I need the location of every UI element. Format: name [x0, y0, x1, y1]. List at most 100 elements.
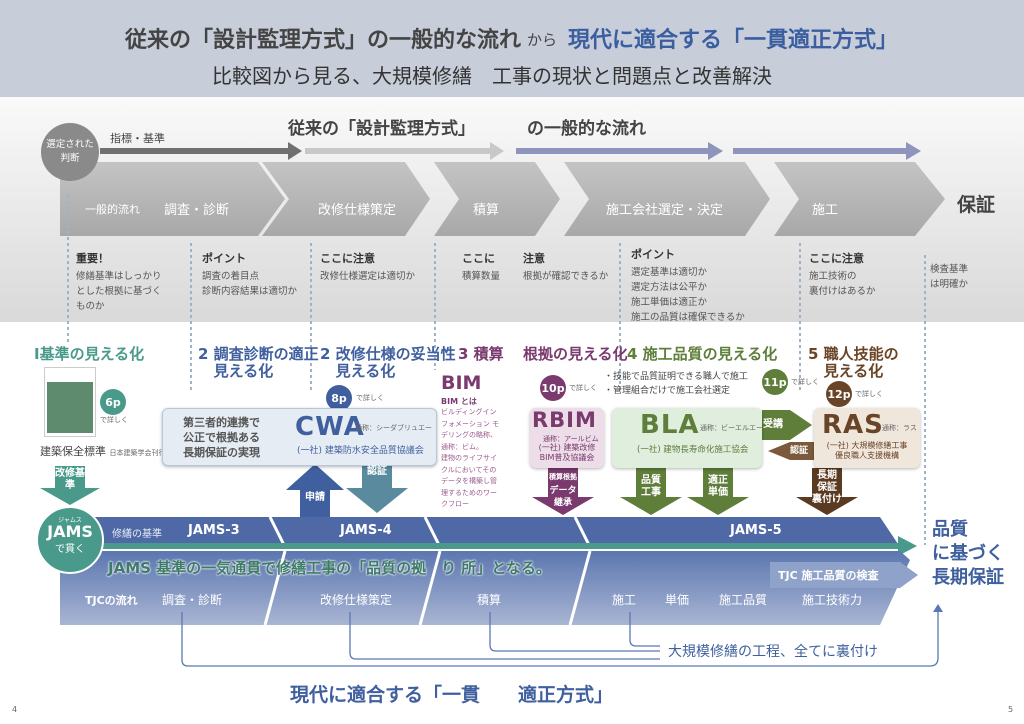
rbim-reading: 通称：アールビム — [543, 435, 599, 443]
note-8: 検査基準は明確か — [930, 262, 968, 292]
apply-label: 申請 — [305, 492, 325, 503]
bullet-line: ・技能で品質証明できる職人で施工 — [604, 372, 748, 382]
title-left: 従来の「設計監理方式」の一般的な流れ — [125, 28, 522, 53]
s2b-num: 2 — [320, 345, 331, 363]
jams-logo: JAMS — [47, 522, 93, 541]
page-badge: 10p — [540, 375, 566, 401]
note-heading: ここに注意 — [809, 252, 864, 265]
inspect-arrow — [770, 562, 918, 588]
s2a-heading: 2 調査診断の適正 見える化 — [198, 346, 319, 380]
s2b-heading: 2 改修仕様の妥当性 見える化 — [320, 346, 456, 380]
bla-org: (一社) 建物長寿命化施工協会 — [637, 445, 749, 455]
book-publisher: 日本建築学会刊行 — [109, 449, 166, 457]
bim-description: ビルディングインフォメーション モデリングの略称、通称：ビム。建物のライフサイク… — [441, 407, 499, 511]
price-label: 適正単価 — [703, 475, 733, 499]
s2a-title2: 見える化 — [213, 362, 274, 380]
note-line: 選定基準は適切か — [631, 267, 708, 278]
arrow-line: 継承 — [553, 498, 572, 508]
s5-heading: 5 職人技能の 見える化 — [808, 346, 899, 380]
bim-line: データを構築し管 — [441, 477, 497, 485]
bim-heading: BIM とは — [441, 397, 477, 406]
jams-slogan: JAMS 基準の一気通貫で修繕工事の「品質の拠 り 所」となる。 — [108, 559, 551, 577]
s3-heading: 3 積算 — [458, 346, 504, 363]
s3-title: 積算 — [473, 345, 504, 363]
s4-title: 施工品質の見える化 — [642, 345, 778, 363]
s3-num: 3 — [458, 345, 469, 363]
guarantee-label: 保証 — [957, 194, 996, 216]
bim-line: クフロー — [441, 500, 469, 508]
subtitle: 比較図から見る、大規模修繕 工事の現状と問題点と改善解決 — [212, 64, 772, 88]
quality-label: 品質工事 — [636, 475, 666, 499]
page-badge: 8p — [326, 385, 352, 411]
trad-title-a: 従来の「設計監理方式」 — [288, 119, 475, 139]
result-label: 品質に基づく長期保証 — [932, 518, 1004, 590]
title-mid: から — [527, 31, 558, 49]
jams-3: JAMS-3 — [188, 523, 240, 538]
s5-title2: 見える化 — [823, 362, 884, 380]
s4-heading: 4 施工品質の見える化 — [627, 346, 777, 363]
connector-lines — [181, 608, 939, 667]
s2a-title1: 調査診断の適正 — [213, 345, 319, 363]
note-line: とした根拠に基づく — [76, 286, 162, 297]
arrow-apply — [286, 464, 344, 517]
step-estimate: 積算 — [473, 203, 500, 218]
step-spec: 改修仕様策定 — [318, 203, 397, 218]
org-line: (一社) 大規模修繕工事 — [826, 441, 908, 450]
bla-box — [612, 408, 762, 468]
slogan-line: 長期保証の実現 — [183, 446, 260, 459]
cwa-org: (一社) 建築防水安全品質協議会 — [297, 446, 424, 456]
note-line: 積算数量 — [462, 271, 501, 282]
note-line: 修繕基準はしっかり — [76, 271, 162, 282]
arrow-certify — [346, 462, 408, 513]
jams-band — [70, 517, 900, 547]
tjc-step-quality: 施工品質 — [719, 593, 768, 607]
tjc-step-spec: 改修仕様策定 — [320, 593, 393, 607]
arrow-line: 単価 — [708, 487, 728, 498]
note-3: ここに注意改修仕様選定は適切か — [320, 250, 415, 284]
s2b-title2: 見える化 — [335, 362, 396, 380]
ras-reading: 通称：ラス — [882, 424, 917, 432]
footer-title: 現代に適合する「一貫 適正方式」 — [290, 684, 614, 706]
tjc-step-price: 単価 — [665, 593, 690, 607]
s1-num: I — [34, 345, 40, 363]
from-ras-label: 認証 — [790, 446, 809, 456]
note-4: ここに積算数量 — [462, 250, 500, 284]
step-select: 施工会社選定・決定 — [606, 203, 724, 218]
arrow-line: 適正 — [708, 475, 728, 486]
book-title: 建築保全標準 日本建築学会刊行 — [40, 443, 166, 459]
page-number-left: 4 — [12, 705, 18, 714]
page-badge: 6p — [100, 389, 126, 415]
org-line: 優良職人支援機構 — [835, 451, 899, 460]
note-6: ポイント選定基準は適切か選定方法は公平か施工単価は適正か施工の品質は確保できるか — [631, 246, 745, 325]
org-line: BIM普及協議会 — [539, 453, 595, 462]
bla-logo: BLA — [640, 410, 700, 440]
chevron-select — [564, 162, 770, 236]
trad-title-b: の一般的な流れ — [527, 119, 646, 139]
judgement-label: 選定された判断 — [42, 138, 98, 166]
s4-num: 4 — [627, 345, 638, 363]
arrow-data — [532, 468, 594, 515]
judgement-line-2: 判断 — [60, 153, 80, 164]
bim-line: クルにおいてその — [441, 465, 497, 474]
jams-reading: ジャムス — [58, 517, 82, 524]
indicator-label: 指標・基準 — [110, 132, 165, 145]
backing-all: 大規模修繕の工程、全てに裏付け — [666, 641, 880, 661]
chevron-survey — [60, 162, 285, 236]
slogan-line: 第三者的連携で — [183, 416, 260, 429]
judgement-line-1: 選定された — [46, 139, 94, 150]
arrow-from-ras — [768, 442, 818, 460]
note-heading: ここに — [462, 252, 495, 265]
rbim-arrow-label: データ継承 — [548, 485, 578, 509]
detail-label: で詳しく — [791, 378, 819, 386]
note-line: 裏付けはあるか — [809, 286, 876, 297]
ras-box — [814, 408, 920, 468]
title-right: 現代に適合する「一貫適正方式」 — [568, 28, 899, 53]
arrow-quality — [620, 468, 682, 515]
bla-reading: 通称：ビーエルエー — [700, 424, 763, 432]
rbim-arrow-top: 積算根拠 — [549, 473, 577, 481]
arrow-backing — [796, 468, 858, 515]
